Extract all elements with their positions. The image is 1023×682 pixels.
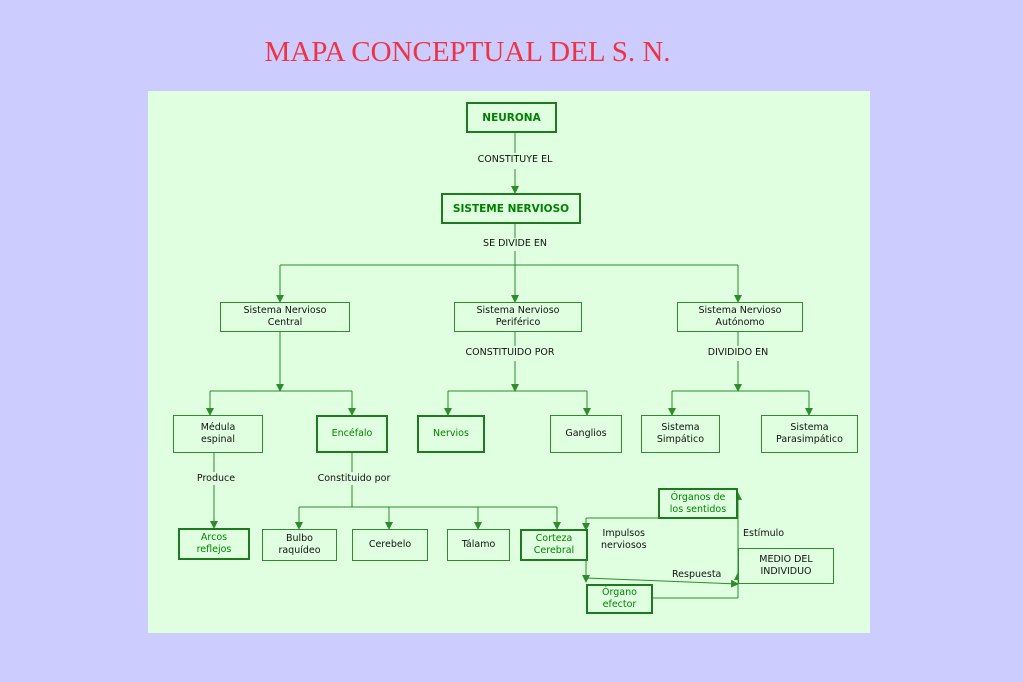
node-simpatico-label: Sistema Simpático <box>656 422 705 445</box>
link-constituido: Constituido por <box>317 473 391 484</box>
node-parasimpatico-label: Sistema Parasimpático <box>776 422 843 445</box>
node-talamo: Tálamo <box>447 529 510 561</box>
node-corteza-label: Corteza Cerebral <box>533 533 575 556</box>
node-cerebelo-label: Cerebelo <box>368 539 412 550</box>
node-bulbo: Bulbo raquídeo <box>262 529 337 561</box>
node-neurona: NEURONA <box>466 102 557 133</box>
node-medio-label: MEDIO DEL INDIVIDUO <box>759 554 813 577</box>
node-sistema-nervioso-label: SISTEME NERVIOSO <box>452 202 570 215</box>
link-estimulo: Estímulo <box>743 528 785 539</box>
node-nervios-label: Nervios <box>433 428 469 439</box>
link-dividido: DIVIDIDO EN <box>707 347 769 358</box>
node-organo-efector: Órgano efector <box>586 584 653 614</box>
node-sna: Sistema Nervioso Autónomo <box>677 302 803 332</box>
node-simpatico: Sistema Simpático <box>641 415 720 453</box>
node-ganglios: Ganglios <box>550 415 622 453</box>
node-bulbo-label: Bulbo raquídeo <box>278 533 321 556</box>
node-arcos: Arcos reflejos <box>178 528 250 560</box>
node-encefalo: Encéfalo <box>316 415 388 453</box>
node-medula-label: Médula espinal <box>200 422 236 445</box>
node-organos-label: Órganos de los sentidos <box>669 491 727 515</box>
node-talamo-label: Tálamo <box>461 539 496 550</box>
concept-map-panel: NEURONA CONSTITUYE EL SISTEME NERVIOSO S… <box>148 91 870 633</box>
node-organo-efector-label: Órgano efector <box>602 587 637 610</box>
node-encefalo-label: Encéfalo <box>331 428 373 439</box>
node-medio: MEDIO DEL INDIVIDUO <box>738 548 834 584</box>
node-corteza: Corteza Cerebral <box>520 529 588 561</box>
link-produce: Produce <box>196 473 236 484</box>
node-parasimpatico: Sistema Parasimpático <box>761 415 858 453</box>
node-cerebelo: Cerebelo <box>352 529 428 561</box>
node-snc-label: Sistema Nervioso Central <box>243 305 327 328</box>
node-snp: Sistema Nervioso Periférico <box>454 302 582 332</box>
node-arcos-label: Arcos reflejos <box>196 532 232 555</box>
node-nervios: Nervios <box>417 415 485 453</box>
page-title: MAPA CONCEPTUAL DEL S. N. <box>264 36 671 68</box>
node-medula: Médula espinal <box>173 415 263 453</box>
node-sna-label: Sistema Nervioso Autónomo <box>698 305 782 328</box>
node-organos: Órganos de los sentidos <box>658 488 738 519</box>
link-constituido-mayus: CONSTITUIDO POR <box>465 347 555 358</box>
link-respuesta: Respuesta <box>672 569 722 580</box>
node-sistema-nervioso: SISTEME NERVIOSO <box>441 193 581 224</box>
node-impulsos: Impulsos nerviosos <box>601 528 647 551</box>
node-snc: Sistema Nervioso Central <box>220 302 350 332</box>
node-ganglios-label: Ganglios <box>565 428 607 439</box>
link-constituye: CONSTITUYE EL <box>477 154 553 165</box>
node-snp-label: Sistema Nervioso Periférico <box>476 305 560 328</box>
link-divide: SE DIVIDE EN <box>483 238 547 249</box>
node-neurona-label: NEURONA <box>482 111 541 124</box>
